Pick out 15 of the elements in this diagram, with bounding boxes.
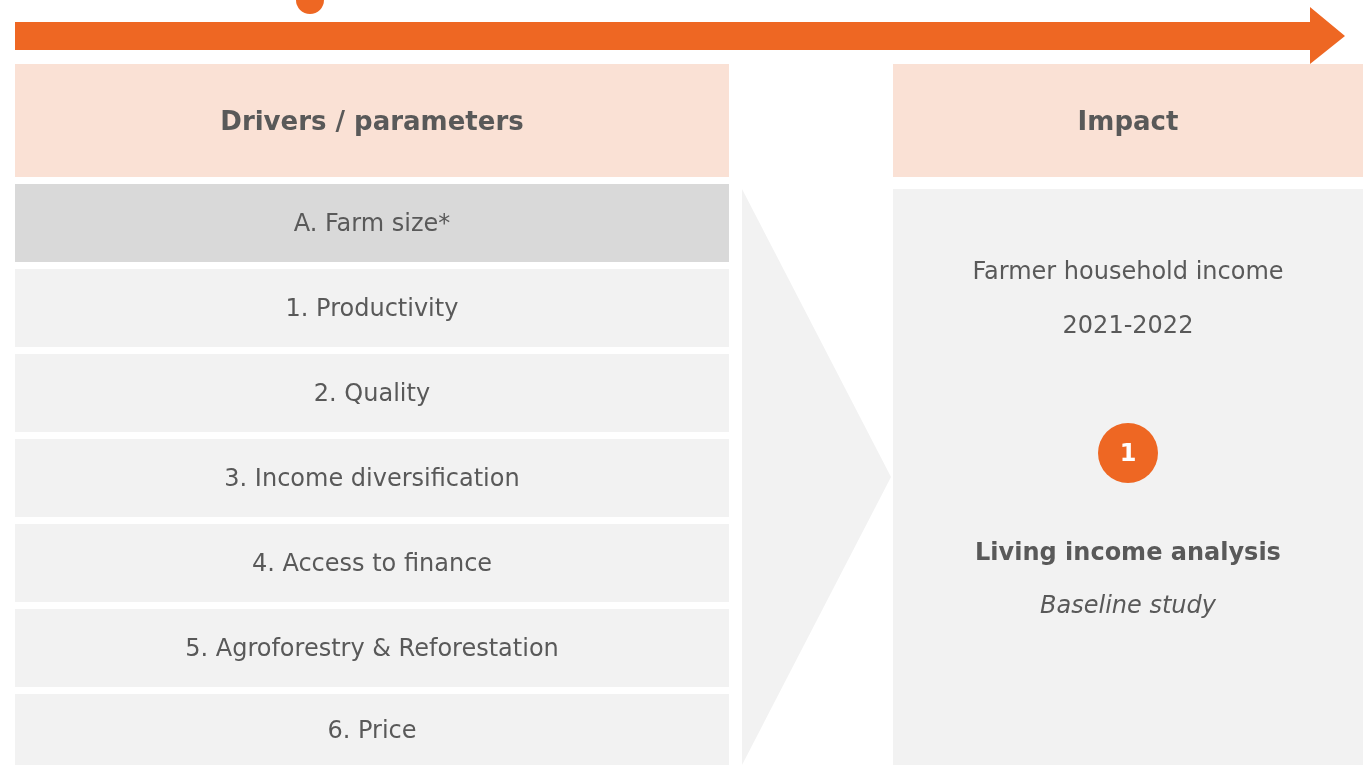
driver-row: 3. Income diversification [15, 439, 729, 517]
period-label: 2021-2022 [1061, 310, 1195, 341]
driver-row: 4. Access to finance [15, 524, 729, 602]
study-subtitle: Baseline study [1039, 590, 1217, 621]
analysis-title: Living income analysis [974, 537, 1282, 568]
driver-row: 6. Price [15, 694, 729, 765]
driver-row: A. Farm size* [15, 184, 729, 262]
impact-panel [893, 189, 1363, 765]
number-badge: 1 [1098, 423, 1158, 483]
driver-row: 2. Quality [15, 354, 729, 432]
income-label: Farmer household income [971, 256, 1285, 287]
driver-row: 5. Agroforestry & Reforestation [15, 609, 729, 687]
driver-row: 1. Productivity [15, 269, 729, 347]
header-cell: Impact [893, 64, 1363, 177]
header-cell: Drivers / parameters [15, 64, 729, 177]
